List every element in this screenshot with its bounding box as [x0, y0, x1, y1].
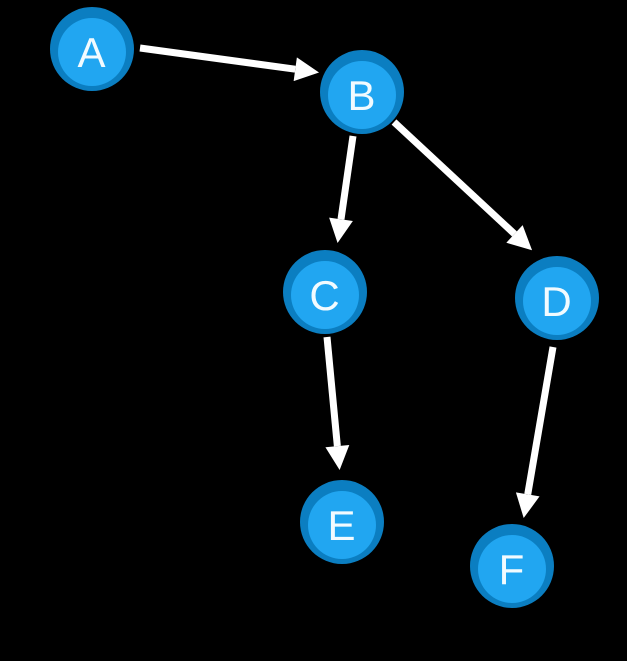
node-A[interactable]: A: [50, 7, 134, 91]
node-body: [328, 61, 396, 129]
edge-A-B: [139, 44, 320, 82]
node-C[interactable]: C: [283, 250, 367, 334]
node-body: [523, 267, 591, 335]
node-body: [478, 535, 546, 603]
node-label: F: [499, 546, 526, 593]
node-body: [291, 261, 359, 329]
node-F[interactable]: F: [470, 524, 554, 608]
edges-layer: [139, 44, 557, 519]
node-label: B: [347, 72, 376, 119]
node-body: [308, 491, 376, 559]
node-label: C: [309, 272, 340, 319]
node-label: D: [541, 278, 572, 325]
node-label: A: [77, 29, 106, 76]
edge-B-C: [329, 135, 357, 244]
node-body: [58, 18, 126, 86]
node-label: E: [327, 502, 356, 549]
nodes-layer: A B C D E F: [50, 7, 599, 608]
node-B[interactable]: B: [320, 50, 404, 134]
edge-B-D: [391, 119, 533, 251]
node-D[interactable]: D: [515, 256, 599, 340]
edge-D-F: [515, 346, 557, 519]
edge-C-E: [323, 336, 350, 471]
node-E[interactable]: E: [300, 480, 384, 564]
